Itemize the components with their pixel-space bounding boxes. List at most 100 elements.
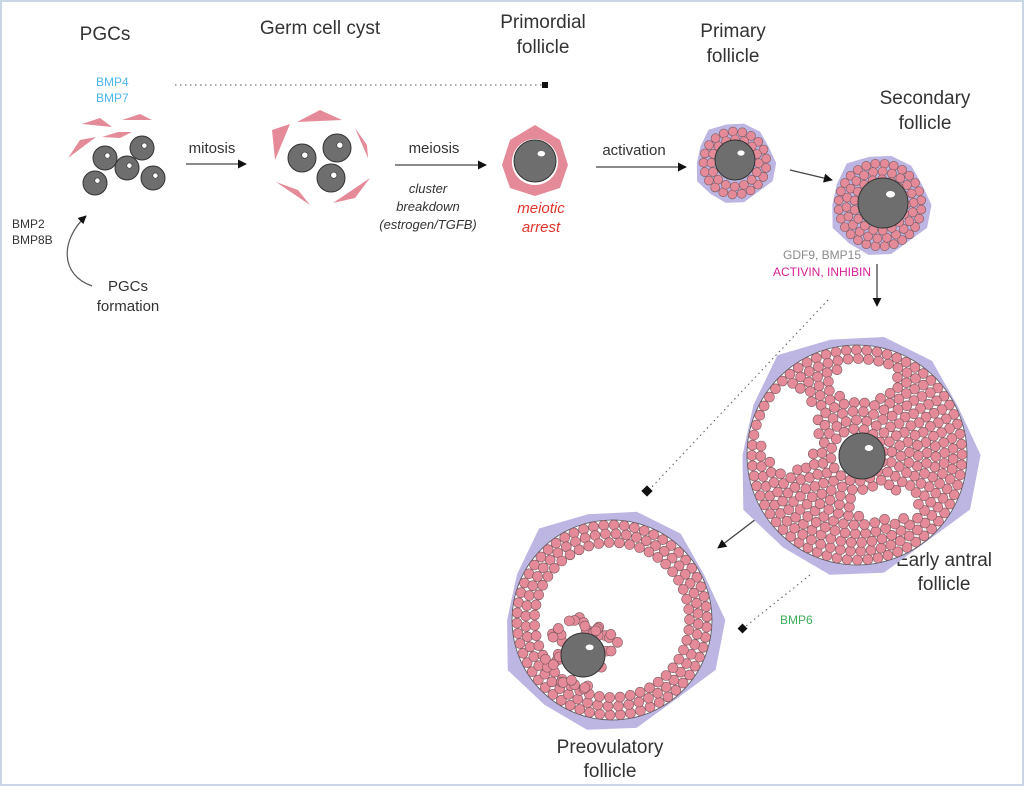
granulosa-cell <box>684 625 694 635</box>
granulosa-cell <box>748 461 758 471</box>
granulosa-cell <box>702 612 712 622</box>
granulosa-cell <box>816 539 826 549</box>
granulosa-cell <box>852 555 862 565</box>
inhibition-end-diamond <box>641 485 652 496</box>
granulosa-cell <box>905 171 914 180</box>
granulosa-cell <box>835 491 845 501</box>
granulosa-cell <box>829 463 839 473</box>
granulosa-cell <box>827 443 837 453</box>
granulosa-cell <box>678 645 688 655</box>
granulosa-cell <box>902 368 912 378</box>
granulosa-cell <box>533 571 543 581</box>
granulosa-cell <box>645 702 655 712</box>
granulosa-cell <box>621 530 631 540</box>
factor-activin-inhibin: ACTIVIN, INHIBIN <box>773 265 871 279</box>
process-activation: activation <box>602 142 665 159</box>
granulosa-cell <box>852 345 862 355</box>
granulosa-cell <box>793 465 803 475</box>
granulosa-cell <box>751 420 761 430</box>
granulosa-cell <box>869 168 878 177</box>
granulosa-cell <box>825 495 835 505</box>
oocyte <box>130 136 154 160</box>
granulosa-cell <box>839 399 849 409</box>
granulosa-cell <box>756 451 766 461</box>
meiotic-arrest-1: meiotic <box>517 200 565 217</box>
granulosa-cell <box>823 377 833 387</box>
granulosa-cell <box>807 492 817 502</box>
granulosa-cell <box>580 683 590 693</box>
granulosa-cell <box>603 701 613 711</box>
granulosa-cell <box>870 401 880 411</box>
granulosa-cell <box>644 547 654 557</box>
granulosa-cell <box>635 543 645 553</box>
granulosa-cell <box>913 513 923 523</box>
granulosa-cell <box>902 401 912 411</box>
granulosa-cell <box>864 354 874 364</box>
granulosa-cell <box>749 471 759 481</box>
granulosa-cell <box>939 458 949 468</box>
granulosa-cell <box>819 478 829 488</box>
nucleus <box>153 173 158 178</box>
granulosa-cell <box>739 180 748 189</box>
stage-title-primordial: Primordial <box>500 12 586 33</box>
factor-bmp2: BMP2 <box>12 217 45 231</box>
granulosa-cell <box>599 520 609 530</box>
granulosa-cell <box>889 161 898 170</box>
somatic-cell <box>276 182 310 205</box>
granulosa-cell <box>522 601 532 611</box>
granulosa-cell <box>709 167 718 176</box>
granulosa-cell <box>585 707 595 717</box>
granulosa-cell <box>769 477 779 487</box>
granulosa-cell <box>625 540 635 550</box>
inhibition-end-marker <box>542 82 548 88</box>
granulosa-cell <box>887 169 896 178</box>
granulosa-cell <box>565 550 575 560</box>
granulosa-cell <box>534 590 544 600</box>
granulosa-cell <box>674 575 684 585</box>
granulosa-cell <box>766 467 776 477</box>
granulosa-cell <box>839 427 849 437</box>
granulosa-cell <box>547 677 557 687</box>
granulosa-cell <box>584 541 594 551</box>
granulosa-cell <box>817 448 827 458</box>
granulosa-cell <box>760 500 770 510</box>
somatic-cell <box>272 124 290 160</box>
granulosa-cell <box>841 417 851 427</box>
granulosa-cell <box>604 538 614 548</box>
granulosa-cell <box>566 675 576 685</box>
granulosa-cell <box>820 522 830 532</box>
granulosa-cell <box>844 502 854 512</box>
granulosa-cell <box>605 710 615 720</box>
factor-bmp8b: BMP8B <box>12 233 53 247</box>
granulosa-cell <box>785 369 795 379</box>
nucleus <box>337 142 343 148</box>
granulosa-cell <box>910 374 920 384</box>
somatic-cell <box>297 110 342 122</box>
granulosa-cell <box>871 526 881 536</box>
granulosa-cell <box>957 460 967 470</box>
granulosa-cell <box>823 358 833 368</box>
granulosa-cell <box>913 451 923 461</box>
granulosa-cell <box>564 616 574 626</box>
granulosa-cell <box>671 685 681 695</box>
granulosa-cell <box>883 359 893 369</box>
granulosa-cell <box>850 529 860 539</box>
granulosa-cell <box>832 365 842 375</box>
granulosa-cell <box>759 401 769 411</box>
granulosa-cell <box>765 509 775 519</box>
stage-title-early-antral-2: follicle <box>918 574 971 595</box>
granulosa-cell <box>634 697 644 707</box>
inhibition-end-diamond-bmp6 <box>738 624 748 634</box>
granulosa-cell <box>817 489 827 499</box>
granulosa-cell <box>654 697 664 707</box>
granulosa-cell <box>815 499 825 509</box>
oocyte <box>288 144 316 172</box>
granulosa-cell <box>531 631 541 641</box>
granulosa-cell <box>560 533 570 543</box>
granulosa-cell <box>624 700 634 710</box>
granulosa-cell <box>806 535 816 545</box>
granulosa-cell <box>862 240 871 249</box>
oocyte <box>141 166 165 190</box>
granulosa-cell <box>904 458 914 468</box>
granulosa-cell <box>892 353 902 363</box>
